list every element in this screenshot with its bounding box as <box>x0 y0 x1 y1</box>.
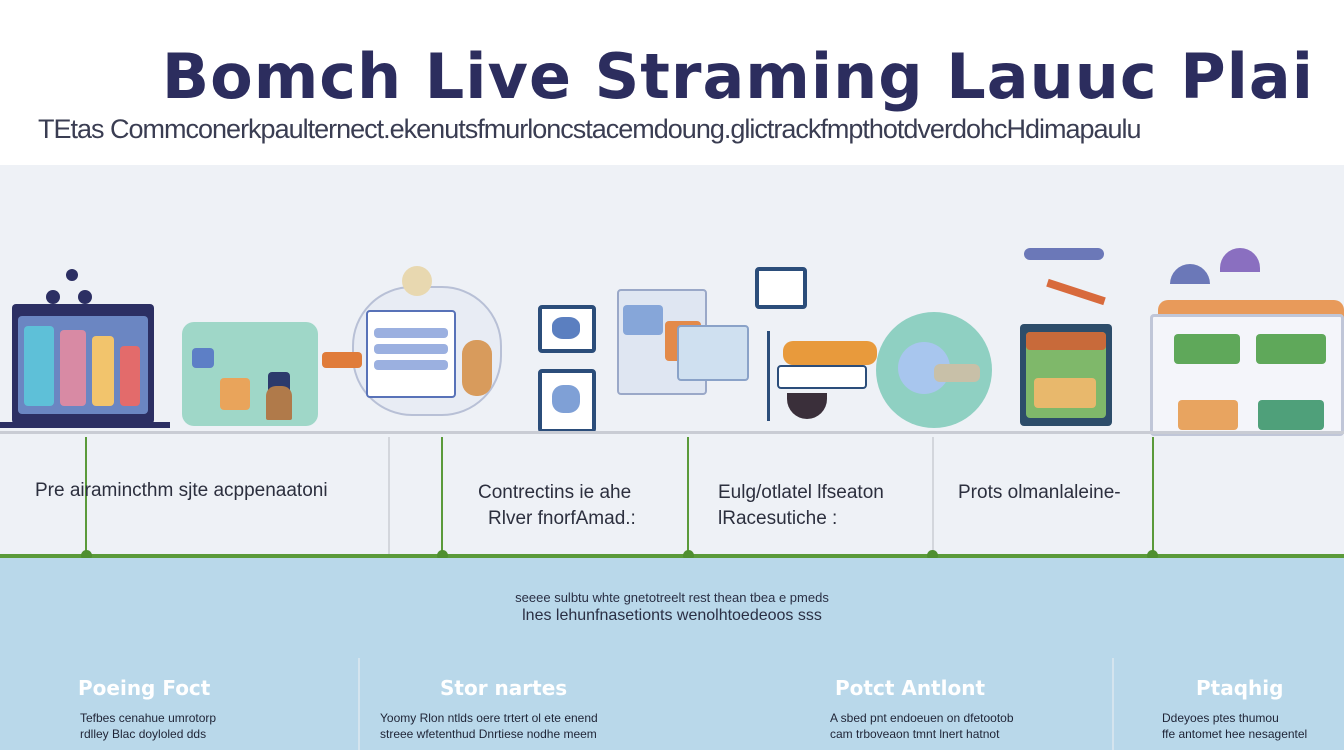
stream-setup-icon <box>182 322 318 428</box>
column-text: A sbed pnt endoeuen on dfetootob cam trb… <box>830 711 1014 741</box>
market-stage-icon <box>1150 240 1344 436</box>
phase-label: Eulg/otlatel lfseaton lRacesutiche : <box>718 482 884 529</box>
phase-label: Prots olmanlaleine- <box>958 482 1121 503</box>
timeline-milestone-dot <box>683 550 694 561</box>
column-text: Ddeyoes ptes thumou ffe antomet hee nesa… <box>1162 711 1308 741</box>
dashboard-cart-icon <box>322 266 508 434</box>
broadcast-monitor-icon <box>617 265 877 433</box>
phase-label: Pre airamincthm sjte acppenaatoni <box>35 480 328 501</box>
content-frames-icon <box>538 305 598 435</box>
timeline-tick <box>687 437 689 555</box>
panel-note: seeee sulbtu whte gnetotreelt rest thean… <box>515 590 829 605</box>
column-divider <box>358 658 360 750</box>
timeline-milestone-dot <box>81 550 92 561</box>
timeline-milestone-dot <box>1147 550 1158 561</box>
timeline-baseline <box>0 431 1344 434</box>
header: Bomch Live Straming Lauuc Plai TEtas Com… <box>0 0 1344 165</box>
video-studio-icon <box>0 266 170 431</box>
column-text: Yoomy Rlon ntlds oere trtert ol ete enen… <box>380 711 598 741</box>
bottom-panel <box>0 558 1344 750</box>
timeline-milestone-dot <box>437 550 448 561</box>
landscape-panel-icon <box>1016 238 1136 428</box>
column-title: Poeing Foct <box>78 676 211 700</box>
timeline-tick <box>85 437 87 555</box>
column-title: Stor nartes <box>440 676 568 700</box>
timeline-tick <box>1152 437 1154 555</box>
timeline-divider <box>388 437 390 555</box>
page-subtitle: TEtas Commconerkpaulternect.ekenutsfmurl… <box>38 114 1142 144</box>
analytics-globe-icon <box>876 312 994 430</box>
phase-label: Contrectins ie ahe Rlver fnorfAmad.: <box>478 482 636 529</box>
timeline-milestone-dot <box>927 550 938 561</box>
column-title: Ptaqhig <box>1196 676 1284 700</box>
column-text: Tefbes cenahue umrotorp rdlley Blac doyl… <box>80 711 217 741</box>
column-divider <box>1112 658 1114 750</box>
page-title: Bomch Live Straming Lauuc Plai <box>161 40 1314 113</box>
panel-note: lnes lehunfnasetionts wenolhtoedeoos sss <box>522 607 822 624</box>
column-title: Potct Antlont <box>835 676 986 700</box>
timeline-progress-line <box>0 554 1344 558</box>
timeline-divider <box>932 437 934 555</box>
timeline-tick <box>441 437 443 555</box>
